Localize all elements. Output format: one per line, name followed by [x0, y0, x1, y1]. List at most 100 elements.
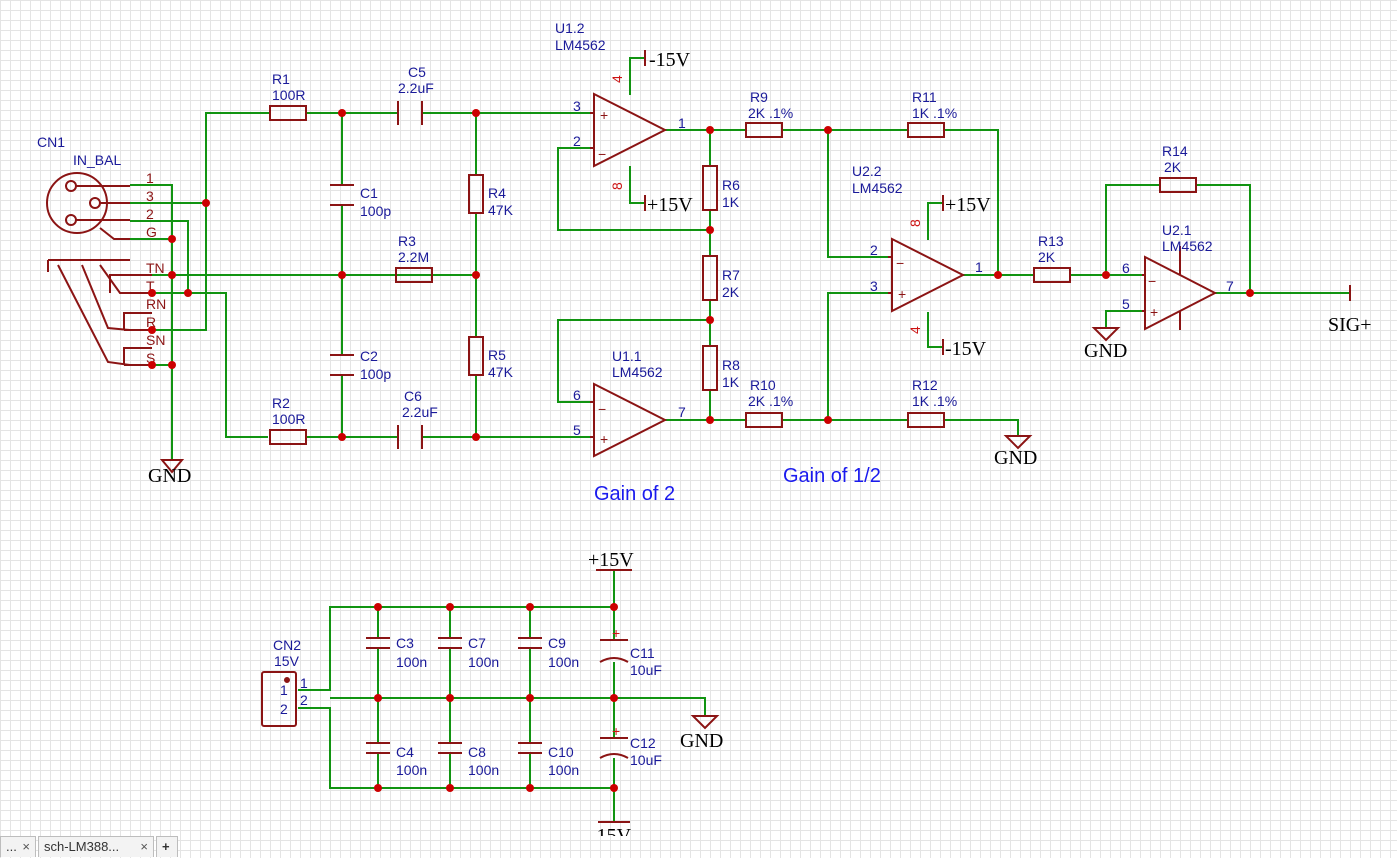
cn1-pin-label: 2: [146, 206, 154, 222]
resistor-r1[interactable]: R1 100R: [269, 71, 307, 121]
u1-2-value: LM4562: [555, 37, 606, 53]
c4-designator: C4: [396, 744, 414, 760]
c5-value: 2.2uF: [398, 80, 434, 96]
resistor-r8[interactable]: R8 1K: [702, 345, 740, 391]
tab-label: sch-LM388...: [44, 839, 120, 854]
polarity-mark: +: [612, 625, 620, 641]
noninverting-input-symbol: +: [898, 286, 906, 302]
power-symbol-pos15-u22: +15V: [942, 194, 991, 216]
cn1-xlr-connector[interactable]: CN1 IN_BAL 1 3 2 G TN T RN R SN S: [37, 134, 166, 366]
c12-value: 10uF: [630, 752, 662, 768]
r1-value: 100R: [272, 87, 305, 103]
capacitor-c11-polarized[interactable]: + C11 10uF: [599, 625, 662, 678]
c1-designator: C1: [360, 185, 378, 201]
c6-designator: C6: [404, 388, 422, 404]
c6-value: 2.2uF: [402, 404, 438, 420]
c9-value: 100n: [548, 654, 579, 670]
resistor-r7[interactable]: R7 2K: [702, 255, 740, 301]
opamp-u1-1[interactable]: − + U1.1 LM4562 6 5 7: [573, 348, 686, 458]
c8-designator: C8: [468, 744, 486, 760]
power-symbol-neg15-supply: -15V: [590, 821, 632, 836]
opamp-u2-1[interactable]: − + U2.1 LM4562 6 5 7: [1122, 222, 1234, 331]
capacitor-c5[interactable]: C5 2.2uF: [397, 64, 434, 125]
capacitor-c10[interactable]: C10 100n: [518, 742, 579, 778]
r10-designator: R10: [750, 377, 776, 393]
polarity-mark: +: [612, 723, 620, 739]
c1-value: 100p: [360, 203, 391, 219]
resistor-r6[interactable]: R6 1K: [702, 165, 740, 211]
net-label: GND: [1084, 340, 1127, 362]
pin-number: 6: [573, 387, 581, 403]
pin-number: 2: [573, 133, 581, 149]
capacitor-c3[interactable]: C3 100n: [366, 635, 427, 670]
u1-1-value: LM4562: [612, 364, 663, 380]
net-label: GND: [148, 465, 191, 487]
c3-designator: C3: [396, 635, 414, 651]
c12-designator: C12: [630, 735, 656, 751]
resistor-r10[interactable]: R10 2K .1%: [745, 377, 793, 428]
pin-number: 8: [609, 182, 625, 190]
capacitor-c9[interactable]: C9 100n: [518, 635, 579, 670]
resistor-r12[interactable]: R12 1K .1%: [907, 377, 957, 428]
c11-value: 10uF: [630, 662, 662, 678]
c2-designator: C2: [360, 348, 378, 364]
c4-value: 100n: [396, 762, 427, 778]
annotation-gain-of-half: Gain of 1/2: [783, 465, 881, 487]
add-tab-button[interactable]: +: [156, 836, 178, 857]
c7-designator: C7: [468, 635, 486, 651]
resistor-r13[interactable]: R13 2K: [1033, 233, 1071, 283]
resistor-r2[interactable]: R2 100R: [269, 395, 307, 445]
capacitor-c4[interactable]: C4 100n: [366, 742, 427, 778]
pin-number: 2: [300, 692, 308, 708]
capacitor-c6[interactable]: C6 2.2uF: [397, 388, 438, 449]
pin-number: 1: [280, 682, 288, 698]
cn1-pin-label: S: [146, 350, 155, 366]
noninverting-input-symbol: +: [1150, 304, 1158, 320]
pin-number: 7: [1226, 278, 1234, 294]
u2-1-value: LM4562: [1162, 238, 1213, 254]
pin-number: 7: [678, 404, 686, 420]
net-label: SIG+: [1328, 314, 1372, 336]
capacitor-c7[interactable]: C7 100n: [438, 635, 499, 670]
document-tab[interactable]: ... ×: [0, 836, 36, 857]
document-tab-active[interactable]: sch-LM388... ×: [38, 836, 154, 857]
junction-dots: [148, 109, 1254, 792]
document-tab-bar: ... × sch-LM388... × +: [0, 836, 1397, 858]
opamp-u2-2[interactable]: − + U2.2 LM4562 2 3 1 8 4: [852, 163, 983, 334]
r2-value: 100R: [272, 411, 305, 427]
capacitor-c2[interactable]: C2 100p: [330, 348, 391, 382]
r4-designator: R4: [488, 185, 506, 201]
c10-value: 100n: [548, 762, 579, 778]
resistor-r9[interactable]: R9 2K .1%: [745, 89, 793, 138]
pin-number: 2: [870, 242, 878, 258]
pin-number: 1: [678, 115, 686, 131]
net-label: GND: [680, 730, 723, 752]
pin-number: 3: [573, 98, 581, 114]
r4-value: 47K: [488, 202, 514, 218]
cn2-value: 15V: [274, 653, 300, 669]
close-icon[interactable]: ×: [22, 839, 30, 854]
resistor-r3[interactable]: R3 2.2M: [395, 233, 433, 283]
opamp-u1-2[interactable]: + − U1.2 LM4562 3 2 1 4 8: [555, 20, 686, 190]
cn2-connector[interactable]: CN2 15V 1 2 1 2: [261, 637, 308, 727]
pin-number: 8: [907, 219, 923, 227]
r1-designator: R1: [272, 71, 290, 87]
resistor-r11[interactable]: R11 1K .1%: [907, 89, 957, 138]
resistor-r4[interactable]: R4 47K: [468, 174, 514, 218]
r6-value: 1K: [722, 194, 740, 210]
tab-label: ...: [6, 839, 17, 854]
cn1-pin-label: SN: [146, 332, 165, 348]
resistor-r5[interactable]: R5 47K: [468, 336, 514, 380]
capacitor-c8[interactable]: C8 100n: [438, 742, 499, 778]
noninverting-input-symbol: +: [600, 107, 608, 123]
pin-number: 6: [1122, 260, 1130, 276]
power-symbol-neg15-u12: -15V: [644, 49, 691, 71]
schematic-canvas[interactable]: CN1 IN_BAL 1 3 2 G TN T RN R SN S R1 100…: [0, 0, 1397, 836]
u2-2-value: LM4562: [852, 180, 903, 196]
resistor-r14[interactable]: R14 2K: [1159, 143, 1197, 193]
cn1-pin-label: R: [146, 314, 156, 330]
r13-designator: R13: [1038, 233, 1064, 249]
close-icon[interactable]: ×: [140, 839, 148, 854]
capacitor-c1[interactable]: C1 100p: [330, 184, 391, 219]
capacitor-c12-polarized[interactable]: + C12 10uF: [599, 723, 662, 768]
